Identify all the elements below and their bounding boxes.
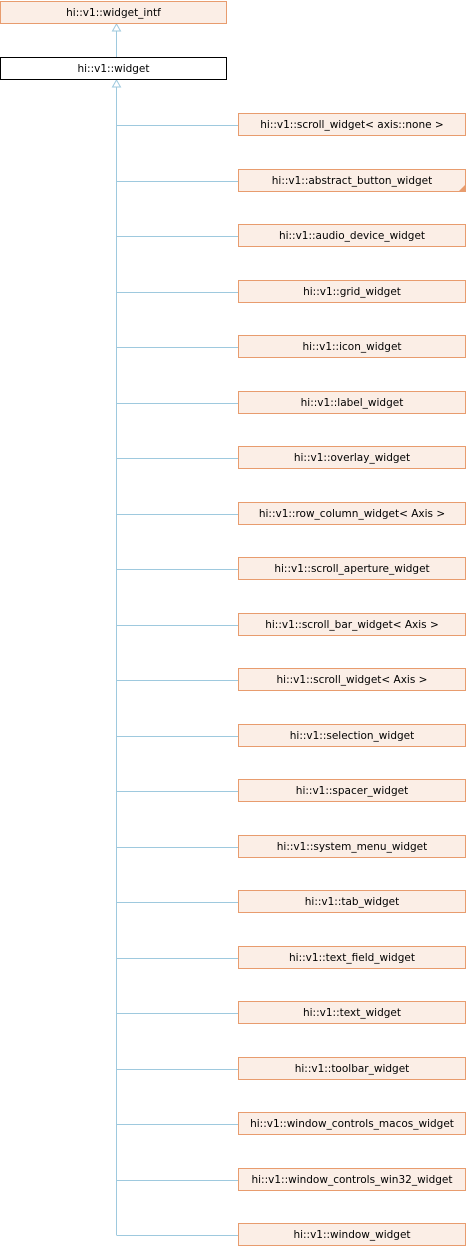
current-class-label: hi::v1::widget — [77, 62, 150, 75]
derived-class-window-controls-win32-widget[interactable]: hi::v1::window_controls_win32_widget — [238, 1168, 466, 1191]
derived-class-grid-widget[interactable]: hi::v1::grid_widget — [238, 280, 466, 303]
derived-class-scroll-widget-axis[interactable]: hi::v1::scroll_widget< Axis > — [238, 668, 466, 691]
derived-class-label: hi::v1::window_controls_win32_widget — [251, 1173, 453, 1186]
derived-class-label: hi::v1::abstract_button_widget — [271, 174, 433, 187]
derived-class-label: hi::v1::selection_widget — [289, 729, 415, 742]
derived-class-icon-widget[interactable]: hi::v1::icon_widget — [238, 335, 466, 358]
derived-class-label: hi::v1::scroll_widget< Axis > — [276, 673, 428, 686]
derived-class-label-widget[interactable]: hi::v1::label_widget — [238, 391, 466, 414]
derived-class-label: hi::v1::toolbar_widget — [294, 1062, 410, 1075]
derived-class-label: hi::v1::grid_widget — [303, 285, 401, 298]
derived-class-audio-device-widget[interactable]: hi::v1::audio_device_widget — [238, 224, 466, 247]
derived-class-spacer-widget[interactable]: hi::v1::spacer_widget — [238, 779, 466, 802]
derived-class-window-widget[interactable]: hi::v1::window_widget — [238, 1223, 466, 1246]
derived-class-label: hi::v1::scroll_bar_widget< Axis > — [265, 618, 439, 631]
derived-class-system-menu-widget[interactable]: hi::v1::system_menu_widget — [238, 835, 466, 858]
derived-class-overlay-widget[interactable]: hi::v1::overlay_widget — [238, 446, 466, 469]
derived-class-label: hi::v1::scroll_aperture_widget — [274, 562, 430, 575]
arrowhead-icon — [111, 22, 122, 32]
derived-class-label: hi::v1::scroll_widget< axis::none > — [260, 118, 444, 131]
derived-class-label: hi::v1::label_widget — [300, 396, 404, 409]
derived-class-text-widget[interactable]: hi::v1::text_widget — [238, 1001, 466, 1024]
derived-class-label: hi::v1::text_field_widget — [289, 951, 415, 964]
derived-class-label: hi::v1::audio_device_widget — [278, 229, 426, 242]
derived-class-label: hi::v1::icon_widget — [302, 340, 402, 353]
current-class-widget: hi::v1::widget — [0, 57, 227, 80]
base-class-widget-intf[interactable]: hi::v1::widget_intf — [0, 1, 227, 24]
derived-class-label: hi::v1::window_widget — [293, 1228, 411, 1241]
derived-class-abstract-button-widget[interactable]: hi::v1::abstract_button_widget — [238, 169, 466, 192]
derived-class-label: hi::v1::spacer_widget — [295, 784, 409, 797]
arrowhead-icon — [111, 78, 122, 88]
derived-class-label: hi::v1::text_widget — [302, 1006, 401, 1019]
derived-class-tab-widget[interactable]: hi::v1::tab_widget — [238, 890, 466, 913]
derived-class-text-field-widget[interactable]: hi::v1::text_field_widget — [238, 946, 466, 969]
derived-class-toolbar-widget[interactable]: hi::v1::toolbar_widget — [238, 1057, 466, 1080]
derived-class-label: hi::v1::row_column_widget< Axis > — [258, 507, 446, 520]
derived-class-label: hi::v1::window_controls_macos_widget — [250, 1117, 454, 1130]
derived-class-selection-widget[interactable]: hi::v1::selection_widget — [238, 724, 466, 747]
derived-class-label: hi::v1::system_menu_widget — [276, 840, 428, 853]
derived-class-scroll-aperture-widget[interactable]: hi::v1::scroll_aperture_widget — [238, 557, 466, 580]
more-subclasses-marker-icon — [459, 185, 465, 191]
base-class-label: hi::v1::widget_intf — [66, 6, 161, 19]
derived-class-scroll-bar-widget-axis[interactable]: hi::v1::scroll_bar_widget< Axis > — [238, 613, 466, 636]
derived-class-scroll-widget-axis-none[interactable]: hi::v1::scroll_widget< axis::none > — [238, 113, 466, 136]
derived-class-label: hi::v1::overlay_widget — [293, 451, 411, 464]
derived-class-row-column-widget-axis[interactable]: hi::v1::row_column_widget< Axis > — [238, 502, 466, 525]
derived-class-label: hi::v1::tab_widget — [304, 895, 400, 908]
derived-class-window-controls-macos-widget[interactable]: hi::v1::window_controls_macos_widget — [238, 1112, 466, 1135]
